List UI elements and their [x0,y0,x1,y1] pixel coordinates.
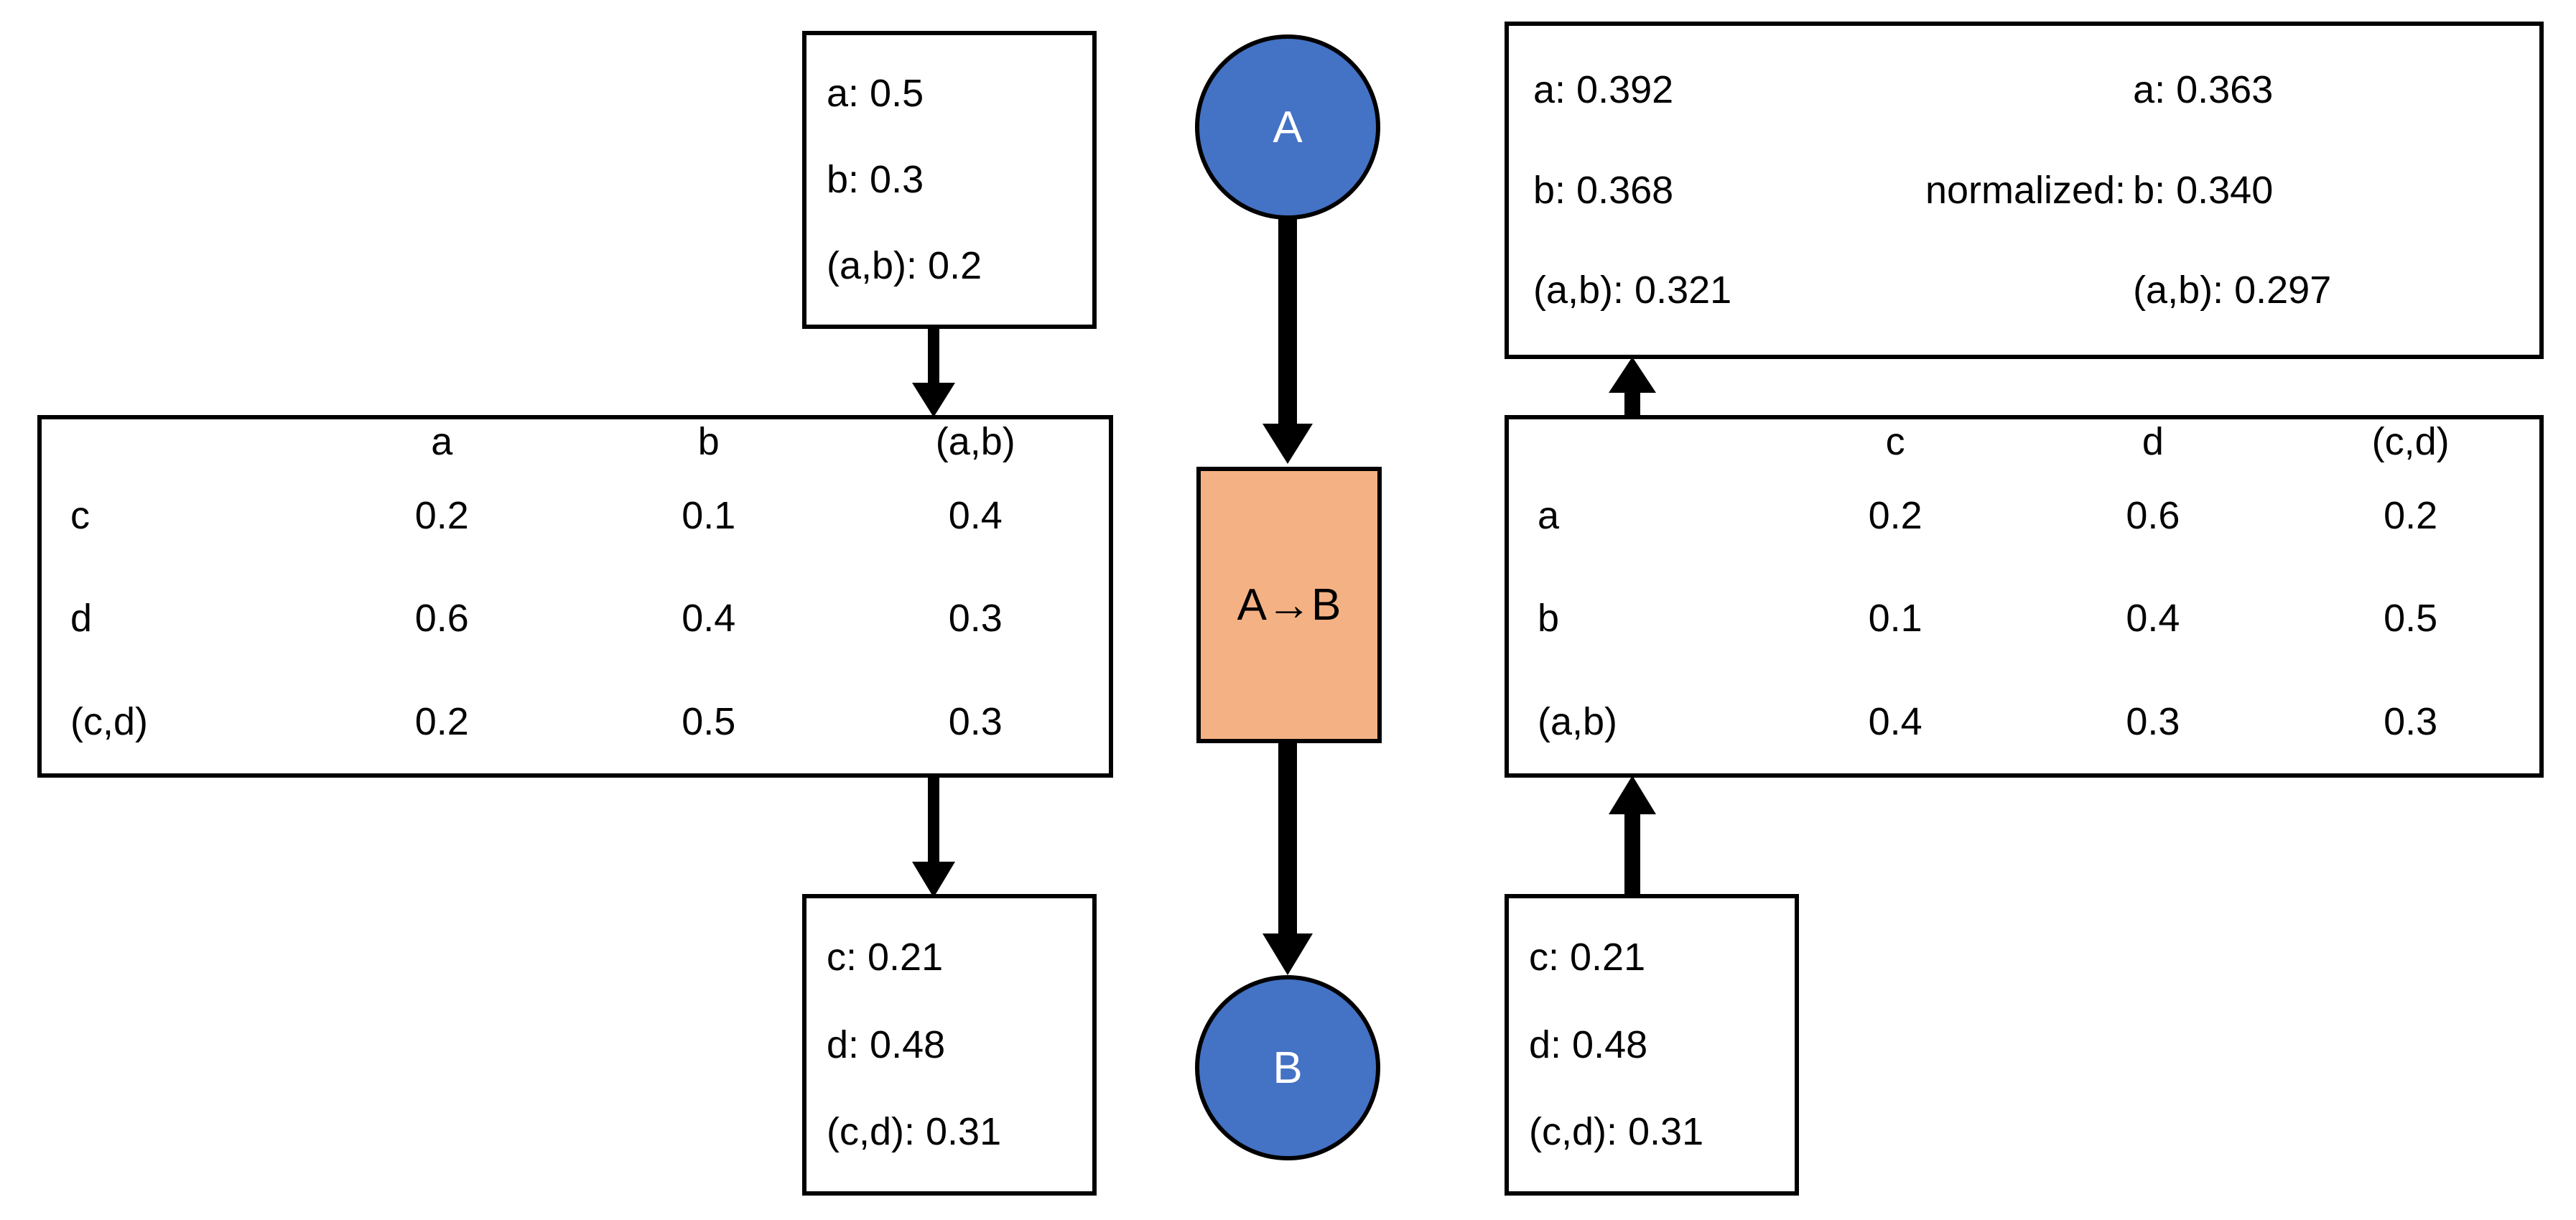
cell-2-1: 0.5 [682,700,736,744]
table-corner-cell [1509,419,1767,464]
inverse-summary-right-column: a: 0.363 b: 0.340 (a,b): 0.297 [2133,40,2518,340]
cell-2-2: 0.3 [2384,700,2438,744]
cell-1-1: 0.4 [2126,597,2180,641]
conditional-table-right-grid: c d (c,d) a 0.2 0.6 0.2 b 0.1 0.4 0.5 [1509,419,2539,773]
table-header-row: c d (c,d) [1509,419,2539,464]
cell-0-2: 0.2 [2384,493,2438,537]
inverse-left-line-1: a: 0.392 [1533,68,1674,112]
source-distribution-line-2: b: 0.3 [827,158,924,202]
normalized-label: normalized: [1925,169,2126,212]
conditional-table-right: c d (c,d) a 0.2 0.6 0.2 b 0.1 0.4 0.5 [1505,415,2544,778]
column-header-1: d [2142,420,2164,463]
row-header-2: (a,b) [1538,700,1618,744]
row-header-1: d [70,597,93,641]
cell-2-0: 0.2 [414,700,469,744]
cell-0-1: 0.6 [2126,493,2180,537]
source-distribution-box: a: 0.5 b: 0.3 (a,b): 0.2 [802,31,1097,329]
column-header-0: c [1885,420,1905,463]
cell-1-0: 0.6 [414,597,469,641]
inverse-left-line-3: (a,b): 0.321 [1533,268,1732,312]
node-b: B [1195,975,1380,1160]
arrow-a-to-process [1255,215,1320,467]
cell-1-2: 0.3 [948,597,1003,641]
arrow-right-table-to-summary [1600,355,1665,420]
cell-0-0: 0.2 [414,493,469,537]
inverse-summary-box: a: 0.392 b: 0.368 (a,b): 0.321 normalize… [1505,22,2544,359]
cell-0-1: 0.1 [682,493,736,537]
table-row: a 0.2 0.6 0.2 [1509,464,2539,567]
node-a-label: A [1273,102,1303,152]
cell-2-1: 0.3 [2126,700,2180,744]
evidence-distribution-line-2: d: 0.48 [1529,1023,1648,1066]
row-header-1: b [1538,597,1560,641]
result-distribution-line-1: c: 0.21 [827,936,944,979]
node-b-label: B [1273,1043,1303,1093]
row-header-2: (c,d) [70,700,148,744]
row-header-0: a [1538,493,1560,537]
conditional-table-left: a b (a,b) c 0.2 0.1 0.4 d 0.6 0.4 0.3 [37,415,1113,778]
cell-1-2: 0.5 [2384,597,2438,641]
evidence-distribution-line-1: c: 0.21 [1529,936,1646,979]
node-a: A [1195,34,1380,220]
inverse-right-line-1: a: 0.363 [2133,68,2274,112]
source-distribution-line-1: a: 0.5 [827,72,924,116]
table-row: (a,b) 0.4 0.3 0.3 [1509,670,2539,773]
cell-0-2: 0.4 [948,493,1003,537]
process-a-to-b: A→B [1196,467,1382,743]
cell-0-0: 0.2 [1868,493,1922,537]
result-distribution-line-3: (c,d): 0.31 [827,1109,1002,1153]
evidence-distribution-line-3: (c,d): 0.31 [1529,1109,1704,1153]
result-distribution-line-2: d: 0.48 [827,1023,946,1066]
table-row: b 0.1 0.4 0.5 [1509,567,2539,671]
arrow-left-table-to-result [901,776,966,901]
cell-2-0: 0.4 [1868,700,1922,744]
cell-1-0: 0.1 [1868,597,1922,641]
column-header-1: b [697,420,720,463]
process-label: A→B [1237,580,1342,630]
table-row: d 0.6 0.4 0.3 [42,567,1109,671]
inverse-left-line-2: b: 0.368 [1533,168,1674,212]
inverse-summary-left-column: a: 0.392 b: 0.368 (a,b): 0.321 [1533,40,1918,340]
cell-2-2: 0.3 [948,700,1003,744]
result-distribution-box: c: 0.21 d: 0.48 (c,d): 0.31 [802,894,1097,1196]
column-header-2: (c,d) [2371,420,2450,463]
arrow-process-to-b [1255,741,1320,978]
table-row: c 0.2 0.1 0.4 [42,464,1109,567]
column-header-0: a [431,420,453,463]
source-distribution-line-3: (a,b): 0.2 [827,243,982,287]
evidence-distribution-box: c: 0.21 d: 0.48 (c,d): 0.31 [1505,894,1799,1196]
inverse-right-line-2: b: 0.340 [2133,168,2274,212]
cell-1-1: 0.4 [682,597,736,641]
table-corner-cell [42,419,309,464]
conditional-table-left-grid: a b (a,b) c 0.2 0.1 0.4 d 0.6 0.4 0.3 [42,419,1109,773]
column-header-2: (a,b) [935,420,1015,463]
arrow-evidence-to-right-table [1600,774,1665,900]
table-header-row: a b (a,b) [42,419,1109,464]
arrow-source-to-left-table [901,327,966,420]
inverse-right-line-3: (a,b): 0.297 [2133,268,2332,312]
row-header-0: c [70,493,90,537]
table-row: (c,d) 0.2 0.5 0.3 [42,670,1109,773]
